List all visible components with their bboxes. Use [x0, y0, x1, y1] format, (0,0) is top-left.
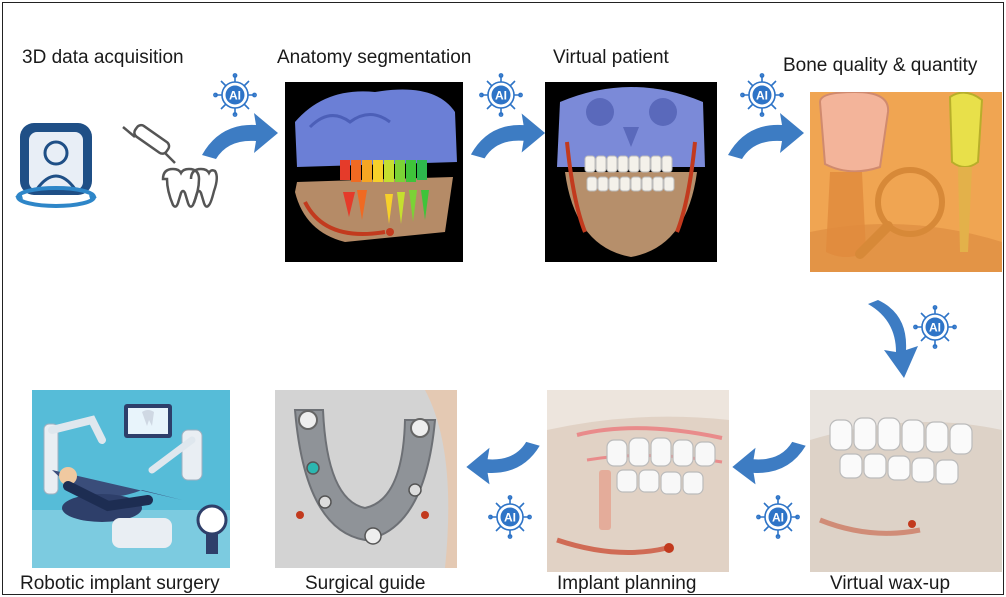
step-label-robotic-surgery: Robotic implant surgery [20, 573, 220, 595]
ai-chip-icon: AI [213, 73, 257, 117]
implant-planning-image [547, 390, 729, 572]
bone-magnifier-image [810, 92, 1002, 272]
step-label-surgical-guide: Surgical guide [305, 573, 425, 595]
ai-badge-text: AI [495, 89, 507, 103]
ai-chip-icon: AI [479, 73, 523, 117]
ai-chip-icon: AI [488, 495, 532, 539]
surgical-guide-image [275, 390, 457, 568]
ai-badge-text: AI [229, 89, 241, 103]
step-label-wax-up: Virtual wax-up [830, 573, 950, 595]
ai-chip-icon: AI [740, 73, 784, 117]
scanner-and-teeth-icon [15, 105, 225, 220]
step-label-segmentation: Anatomy segmentation [277, 47, 471, 69]
segmented-jaw-image [285, 82, 463, 262]
flow-arrow-6 [462, 440, 546, 496]
step-label-virtual-patient: Virtual patient [553, 47, 669, 69]
step-label-implant-planning: Implant planning [557, 573, 696, 595]
ai-badge-text: AI [772, 511, 784, 525]
step-label-acquisition: 3D data acquisition [22, 47, 184, 69]
ai-badge-text: AI [756, 89, 768, 103]
step-label-bone-quality: Bone quality & quantity [783, 55, 977, 77]
flow-arrow-4 [864, 300, 920, 380]
skull-render-image [545, 82, 717, 262]
ai-chip-icon: AI [913, 305, 957, 349]
ai-badge-text: AI [929, 321, 941, 335]
ai-badge-text: AI [504, 511, 516, 525]
wax-up-render-image [810, 390, 1002, 572]
robot-surgery-illustration [32, 390, 230, 568]
flow-arrow-5 [730, 440, 810, 496]
ai-chip-icon: AI [756, 495, 800, 539]
